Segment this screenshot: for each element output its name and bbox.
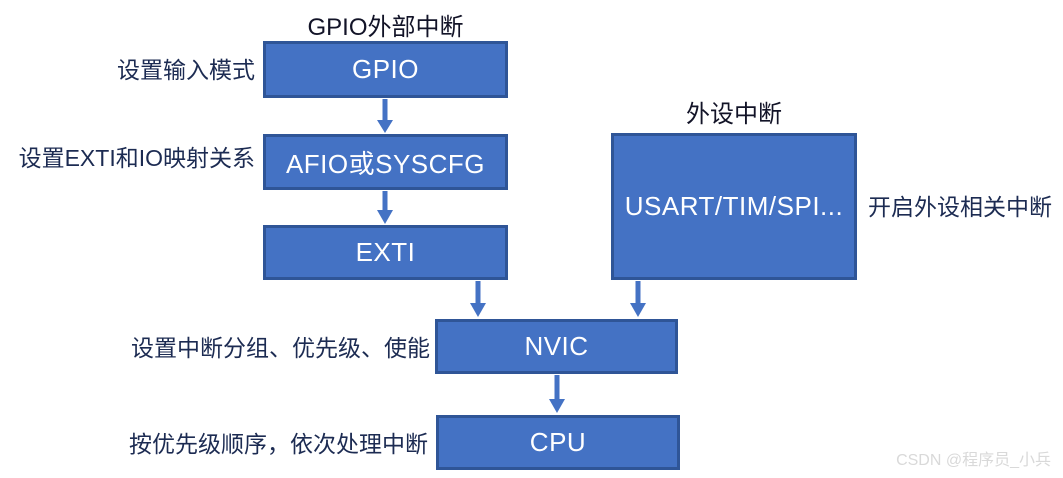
arrow-afio-to-exti <box>377 191 393 224</box>
arrow-exti-to-nvic <box>470 281 486 317</box>
cpu-node: CPU <box>436 415 680 470</box>
exti-node: EXTI <box>263 225 508 280</box>
arrow-nvic-to-cpu <box>549 375 565 413</box>
arrow-usart-to-nvic <box>630 281 646 317</box>
gpio-node: GPIO <box>263 41 508 98</box>
label-enable-peripheral-interrupt: 开启外设相关中断 <box>868 194 1052 220</box>
arrow-gpio-to-afio <box>377 99 393 133</box>
nvic-node: NVIC <box>435 319 678 374</box>
label-set-input-mode: 设置输入模式 <box>117 57 255 83</box>
peripheral-usart-tim-spi-node: USART/TIM/SPI... <box>611 133 857 280</box>
label-cpu-handle-order: 按优先级顺序，依次处理中断 <box>129 431 428 457</box>
label-set-nvic-priority: 设置中断分组、优先级、使能 <box>131 335 430 361</box>
gpio-flow-title: GPIO外部中断 <box>307 14 464 41</box>
afio-syscfg-node: AFIO或SYSCFG <box>263 134 508 190</box>
csdn-watermark: CSDN @程序员_小兵 <box>896 452 1051 469</box>
peripheral-flow-title: 外设中断 <box>686 101 782 128</box>
label-set-exti-io-mapping: 设置EXTI和IO映射关系 <box>18 145 255 171</box>
